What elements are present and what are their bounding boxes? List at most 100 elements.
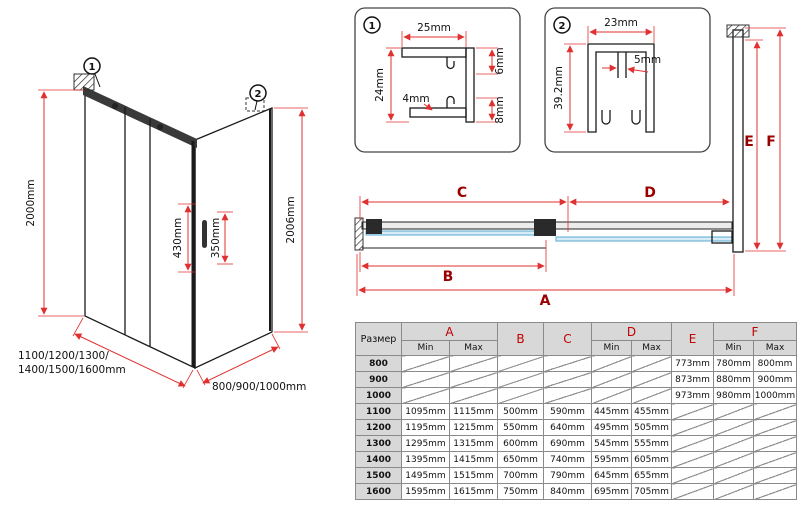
f-min-cell: 880mm (713, 371, 754, 388)
a-min-cell: 1595mm (401, 483, 450, 500)
na-cell (401, 387, 450, 404)
na-cell (543, 387, 592, 404)
na-cell (671, 435, 714, 452)
a-max-cell: 1415mm (449, 451, 498, 468)
a-max-cell: 1215mm (449, 419, 498, 436)
a-min-cell: 1395mm (401, 451, 450, 468)
hanger-hook-icon (446, 95, 455, 108)
table-row: 900 873mm 880mm 900mm (355, 371, 797, 388)
detail1-callout-label: 1 (369, 21, 376, 32)
na-cell (449, 387, 498, 404)
d-max-cell: 605mm (631, 451, 672, 468)
na-cell (401, 371, 450, 388)
a-max-cell: 1615mm (449, 483, 498, 500)
na-cell (671, 467, 714, 484)
d-min-header: Min (591, 340, 632, 356)
profile-right-column (465, 47, 475, 123)
na-cell (497, 371, 544, 388)
na-cell (401, 355, 450, 372)
size-cell: 1600 (355, 483, 402, 500)
f-max-cell: 900mm (753, 371, 797, 388)
d-max-cell: 555mm (631, 435, 672, 452)
detail1-dim-right-bottom: 8mm (494, 96, 506, 123)
na-cell (631, 371, 672, 388)
a-min-cell: 1495mm (401, 467, 450, 484)
na-cell (753, 435, 797, 452)
na-cell (591, 371, 632, 388)
detail2-callout-circle (553, 16, 571, 34)
roller-icon (157, 124, 163, 130)
b-cell: 700mm (497, 467, 544, 484)
f-max-cell: 800mm (753, 355, 797, 372)
a-min-cell: 1195mm (401, 419, 450, 436)
column-e-header: E (671, 322, 714, 356)
a-max-cell: 1315mm (449, 435, 498, 452)
callout-1-label: 1 (89, 62, 96, 73)
size-table: Размер A B C D E F Min Max Min Max Min M… (355, 322, 797, 500)
c-cell: 790mm (543, 467, 592, 484)
size-cell: 800 (355, 355, 402, 372)
dim-handle-inner: 350mm (210, 218, 222, 259)
size-column-header: Размер (355, 322, 402, 356)
table-row: 1000 973mm 980mm 1000mm (355, 387, 797, 404)
a-max-header: Max (449, 340, 498, 356)
depth-range-label: 800/900/1000mm (212, 381, 306, 393)
na-cell (449, 371, 498, 388)
detail2-dim-slot: 5mm (634, 54, 661, 66)
roller-block (366, 219, 382, 234)
plan-label-a: A (540, 293, 551, 309)
e-cell: 873mm (671, 371, 714, 388)
plan-label-f: F (766, 134, 776, 150)
end-cap (711, 230, 733, 244)
fixed-glass-plan (555, 236, 733, 242)
table-row: 1600 1595mm 1615mm 750mm 840mm 695mm 705… (355, 483, 797, 500)
wall-bracket (726, 24, 750, 38)
d-max-cell: 505mm (631, 419, 672, 436)
na-cell (713, 435, 754, 452)
side-panel (194, 107, 273, 370)
channel-profile (587, 43, 655, 133)
f-max-cell: 1000mm (753, 387, 797, 404)
na-cell (713, 403, 754, 420)
na-cell (713, 451, 754, 468)
na-cell (497, 387, 544, 404)
na-cell (753, 451, 797, 468)
roller-block (534, 219, 556, 236)
column-b-header: B (497, 322, 544, 356)
detail-box-1: 1 25mm 24mm 6mm 8mm 4mm (354, 7, 521, 153)
plan-view: C D B A E F (354, 24, 786, 309)
d-min-cell: 545mm (591, 435, 632, 452)
na-cell (753, 467, 797, 484)
d-min-cell: 495mm (591, 419, 632, 436)
b-cell: 650mm (497, 451, 544, 468)
table-row: 1500 1495mm 1515mm 700mm 790mm 645mm 655… (355, 467, 797, 484)
c-cell: 640mm (543, 419, 592, 436)
na-cell (671, 483, 714, 500)
na-cell (449, 355, 498, 372)
roller-icon (112, 103, 118, 109)
wall-profile-plan (354, 217, 364, 251)
callout-1-circle (83, 57, 101, 75)
table-row: 800 773mm 780mm 800mm (355, 355, 797, 372)
hanger-hook-icon (446, 57, 455, 70)
detail2-callout-label: 2 (559, 21, 566, 32)
b-cell: 500mm (497, 403, 544, 420)
door-handle (202, 220, 207, 248)
size-cell: 900 (355, 371, 402, 388)
plan-label-c: C (457, 185, 467, 201)
detail1-dim-top: 25mm (417, 22, 451, 34)
column-c-header: C (543, 322, 592, 356)
glass-clip-icon (631, 110, 641, 125)
size-cell: 1100 (355, 403, 402, 420)
plan-label-e: E (744, 134, 754, 150)
d-min-cell: 645mm (591, 467, 632, 484)
size-cell: 1300 (355, 435, 402, 452)
detail1-callout-circle (363, 16, 381, 34)
detail-box-2: 2 23mm 5mm 39.2mm (544, 7, 711, 153)
na-cell (631, 387, 672, 404)
na-cell (753, 419, 797, 436)
door-glass-plan (365, 230, 547, 236)
plan-label-b: B (443, 269, 454, 285)
width-range-line2: 1400/1500/1600mm (18, 364, 126, 376)
